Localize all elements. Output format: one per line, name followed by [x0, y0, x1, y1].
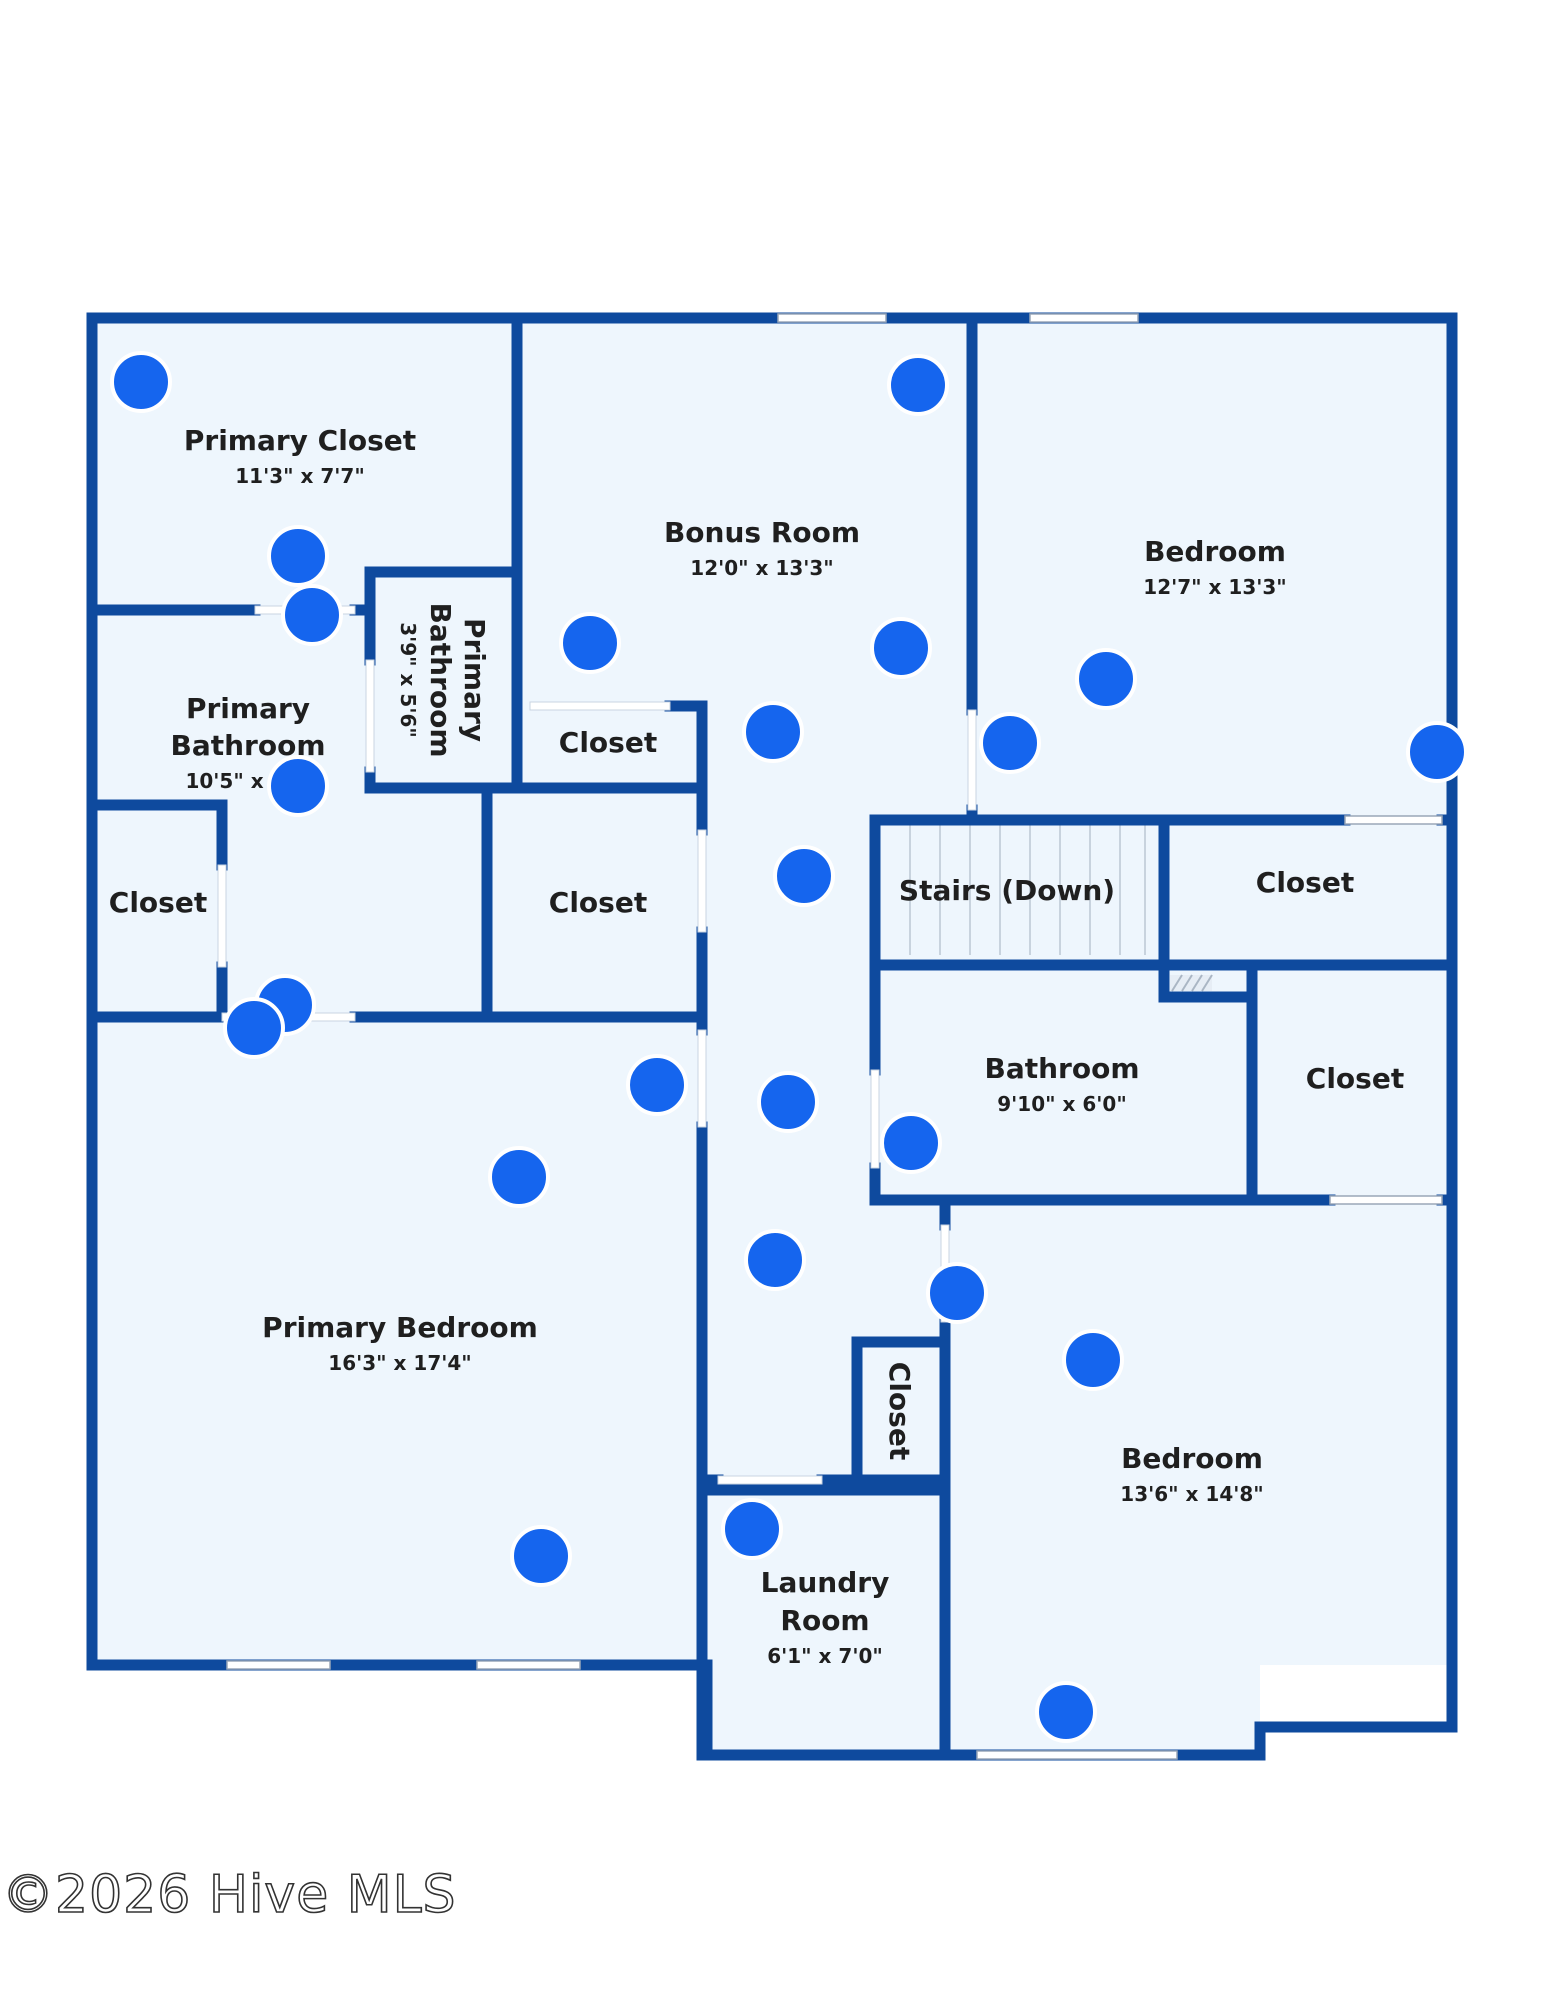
- closet-f-name: Closet: [883, 1362, 916, 1460]
- bonus-room-name: Bonus Room: [664, 516, 860, 549]
- primary-closet-dims: 11'3" x 7'7": [235, 464, 365, 488]
- primary-closet-name: Primary Closet: [184, 424, 416, 457]
- closet-a-name: Closet: [559, 726, 657, 759]
- window-primary-bedroom-1: [226, 1660, 331, 1670]
- stairs-name: Stairs (Down): [899, 874, 1115, 907]
- photo-marker[interactable]: [1035, 1681, 1097, 1743]
- photo-marker[interactable]: [887, 354, 949, 416]
- closet-b-name: Closet: [109, 886, 207, 919]
- window-bonus: [777, 313, 887, 323]
- window-primary-bedroom-2: [476, 1660, 581, 1670]
- closet-c-name: Closet: [549, 886, 647, 919]
- primary-bedroom-name: Primary Bedroom: [262, 1311, 538, 1344]
- bedroom-ne-name: Bedroom: [1144, 535, 1286, 568]
- room-labels: Primary Closet 11'3" x 7'7" Bonus Room 1…: [109, 424, 1404, 1668]
- primary-bathroom-small-name-1: Primary: [458, 618, 491, 742]
- primary-bathroom-name-1: Primary: [186, 692, 310, 725]
- photo-marker[interactable]: [281, 584, 343, 646]
- photo-marker[interactable]: [880, 1112, 942, 1174]
- photo-markers: [110, 351, 1468, 1743]
- laundry-dims: 6'1" x 7'0": [767, 1644, 883, 1668]
- closet-d-name: Closet: [1256, 866, 1354, 899]
- photo-marker[interactable]: [870, 617, 932, 679]
- bedroom-se-name: Bedroom: [1121, 1442, 1263, 1475]
- bonus-room-dims: 12'0" x 13'3": [690, 556, 833, 580]
- photo-marker[interactable]: [267, 755, 329, 817]
- photo-marker[interactable]: [267, 525, 329, 587]
- primary-bathroom-small-name-2: Bathroom: [424, 602, 457, 757]
- photo-marker[interactable]: [744, 1229, 806, 1291]
- window-bedroom-se: [976, 1750, 1178, 1760]
- window-bedroom-ne: [1029, 313, 1139, 323]
- photo-marker[interactable]: [488, 1146, 550, 1208]
- photo-marker[interactable]: [626, 1054, 688, 1116]
- hatch-patch: [1170, 974, 1213, 992]
- window-east-closet-2: [1329, 1195, 1443, 1205]
- photo-marker[interactable]: [1406, 721, 1468, 783]
- photo-marker[interactable]: [979, 712, 1041, 774]
- stair-treads: [909, 825, 1146, 955]
- photo-marker[interactable]: [721, 1498, 783, 1560]
- photo-marker[interactable]: [757, 1071, 819, 1133]
- closet-e-name: Closet: [1306, 1062, 1404, 1095]
- laundry-name-2: Room: [780, 1604, 869, 1637]
- laundry-name-1: Laundry: [761, 1566, 890, 1599]
- photo-marker[interactable]: [926, 1262, 988, 1324]
- windows: [226, 313, 1443, 1760]
- bedroom-ne-dims: 12'7" x 13'3": [1143, 575, 1286, 599]
- bedroom-se-dims: 13'6" x 14'8": [1120, 1482, 1263, 1506]
- photo-marker[interactable]: [510, 1525, 572, 1587]
- photo-marker[interactable]: [1062, 1329, 1124, 1391]
- photo-marker[interactable]: [1075, 648, 1137, 710]
- photo-marker[interactable]: [110, 351, 172, 413]
- photo-marker[interactable]: [742, 701, 804, 763]
- copyright-watermark: ©2026 Hive MLS: [1, 1864, 457, 1926]
- window-east-closet: [1344, 815, 1443, 825]
- primary-bathroom-small-dims: 3'9" x 5'6": [396, 622, 420, 738]
- primary-bedroom-dims: 16'3" x 17'4": [328, 1351, 471, 1375]
- bathroom-name: Bathroom: [984, 1052, 1139, 1085]
- photo-marker[interactable]: [223, 997, 285, 1059]
- bathroom-dims: 9'10" x 6'0": [997, 1092, 1127, 1116]
- photo-marker[interactable]: [773, 845, 835, 907]
- photo-marker[interactable]: [559, 612, 621, 674]
